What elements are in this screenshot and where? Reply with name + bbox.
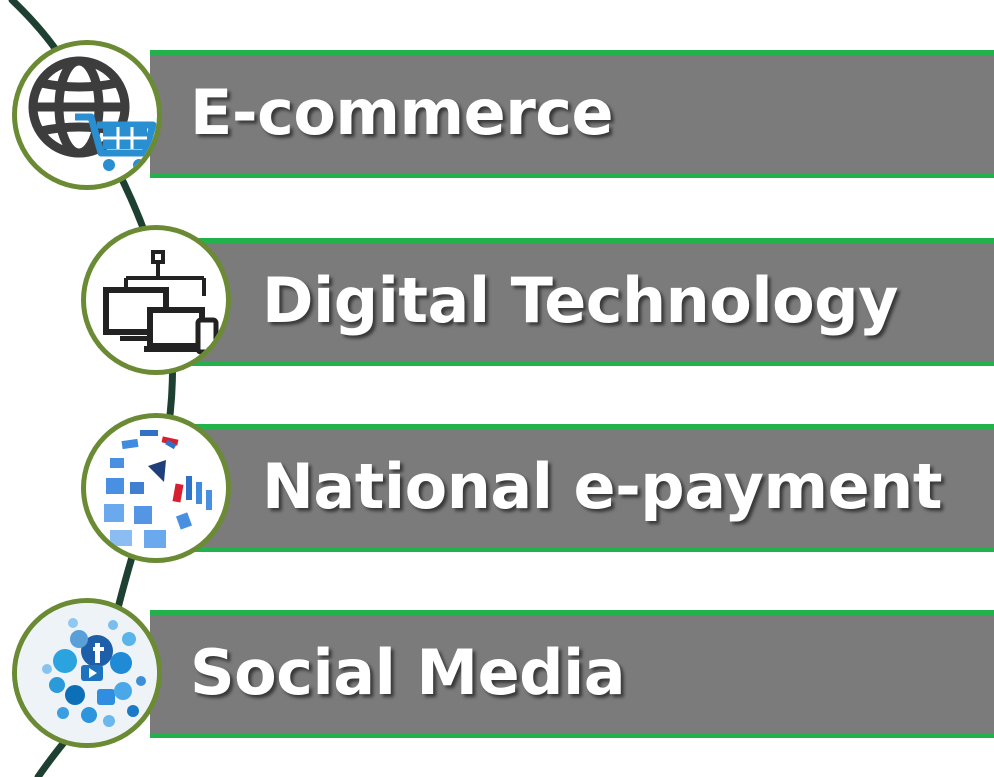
social-media-circle [12,598,162,748]
national-epayment-circle [81,413,231,563]
swirl-squares-icon [104,430,212,548]
label-social-media: Social Media [190,636,626,710]
bar-national-epayment: National e-payment [150,424,994,552]
label-digital-technology: Digital Technology [262,264,899,338]
social-media-cluster-icon [17,603,157,743]
ecommerce-circle [12,40,162,190]
label-national-epayment: National e-payment [262,450,942,524]
digital-technology-circle [81,225,231,375]
bar-digital-technology: Digital Technology [150,238,994,366]
globe-cart-icon [28,56,157,171]
bar-social-media: Social Media [150,610,994,738]
bar-ecommerce: E-commerce [150,50,994,178]
label-ecommerce: E-commerce [190,76,614,150]
devices-network-icon [103,250,219,355]
